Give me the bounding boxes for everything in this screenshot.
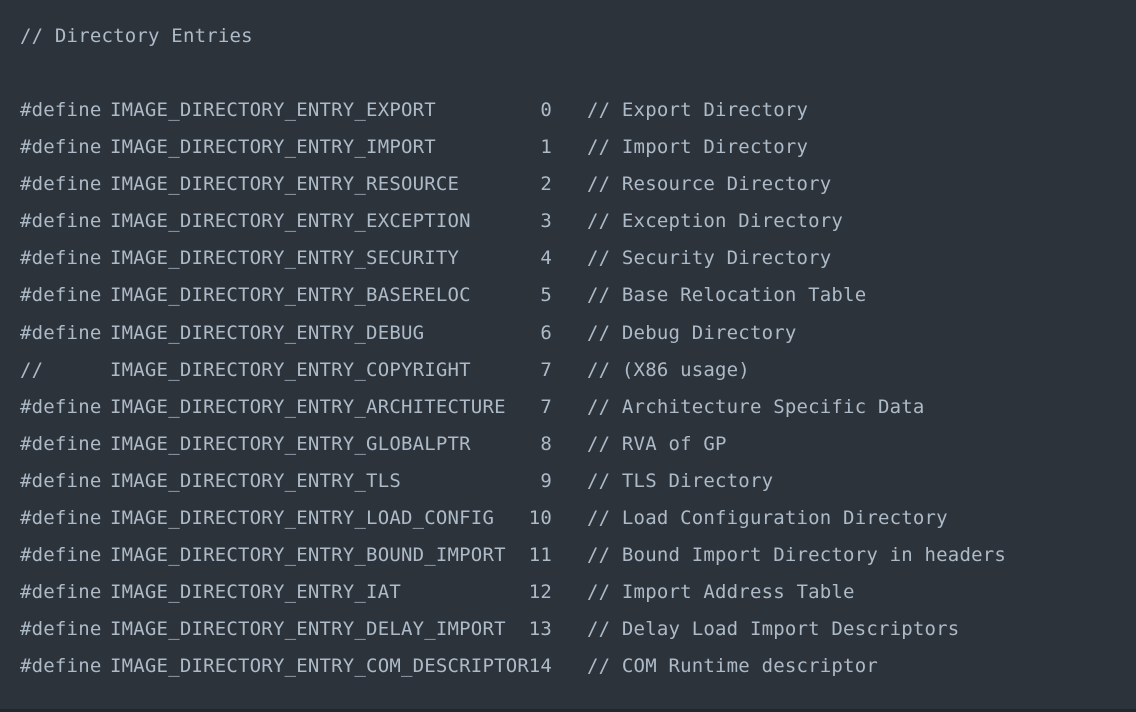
define-keyword: #define [20, 136, 102, 159]
define-keyword: #define [20, 544, 102, 567]
line-comment: // Resource Directory [587, 173, 832, 196]
define-line: #define IMAGE_DIRECTORY_ENTRY_RESOURCE 2 //… [0, 166, 1136, 203]
define-keyword: #define [20, 469, 102, 492]
constant-value: 13 [528, 618, 552, 641]
constant-value: 0 [540, 99, 552, 121]
constant-name: IMAGE_DIRECTORY_ENTRY_EXCEPTION [110, 210, 471, 233]
define-line: #define IMAGE_DIRECTORY_ENTRY_GLOBALPTR 8 /… [0, 426, 1136, 463]
constant-value: 7 [540, 395, 552, 418]
define-keyword: #define [20, 581, 102, 604]
constant-value: 14 [528, 655, 552, 678]
line-comment: // Exception Directory [587, 210, 844, 233]
constant-name: IMAGE_DIRECTORY_ENTRY_EXPORT [110, 99, 436, 121]
line-comment: // Architecture Specific Data [587, 395, 925, 418]
constant-value: 9 [540, 469, 552, 492]
constant-value: 4 [540, 247, 552, 270]
define-keyword: #define [20, 247, 102, 270]
define-keyword: #define [20, 284, 102, 307]
constant-name: IMAGE_DIRECTORY_ENTRY_GLOBALPTR [110, 432, 471, 455]
line-comment: // COM Runtime descriptor [587, 655, 878, 678]
line-comment: // Base Relocation Table [587, 284, 867, 307]
constant-name: IMAGE_DIRECTORY_ENTRY_SECURITY [110, 247, 460, 270]
line-comment: // RVA of GP [587, 432, 727, 455]
constant-name: IMAGE_DIRECTORY_ENTRY_IMPORT [110, 136, 436, 159]
define-keyword: #define [20, 395, 102, 418]
code-block-bottom-edge [0, 709, 1136, 712]
constant-name: IMAGE_DIRECTORY_ENTRY_BASERELOC [110, 284, 471, 307]
define-line: #define IMAGE_DIRECTORY_ENTRY_BASERELOC 5 /… [0, 277, 1136, 314]
line-comment: // Security Directory [587, 247, 832, 270]
define-line: #define IMAGE_DIRECTORY_ENTRY_SECURITY 4 //… [0, 240, 1136, 277]
define-keyword: #define [20, 210, 102, 233]
constant-value: 6 [540, 321, 552, 344]
constant-value: 11 [528, 544, 552, 567]
define-line: #define IMAGE_DIRECTORY_ENTRY_DEBUG 6 // De… [0, 315, 1136, 352]
line-comment: // Debug Directory [587, 321, 797, 344]
line-comment: // Load Configuration Directory [587, 507, 948, 530]
define-line: // IMAGE_DIRECTORY_ENTRY_COPYRIGHT 7 // (X8… [0, 352, 1136, 389]
line-comment: // Export Directory [587, 99, 809, 121]
constant-value: 12 [528, 581, 552, 604]
define-line: #define IMAGE_DIRECTORY_ENTRY_COM_DESCRIP… [0, 648, 1136, 685]
line-comment: // Import Directory [587, 136, 809, 159]
line-comment: // Import Address Table [587, 581, 855, 604]
header-comment: // Directory Entries [20, 25, 253, 47]
define-keyword: #define [20, 432, 102, 455]
constant-name: IMAGE_DIRECTORY_ENTRY_IAT [110, 581, 401, 604]
constant-name: IMAGE_DIRECTORY_ENTRY_RESOURCE [110, 173, 460, 196]
define-keyword: #define [20, 173, 102, 196]
define-line: #define IMAGE_DIRECTORY_ENTRY_LOAD_CONFIG… [0, 500, 1136, 537]
line-comment: // Delay Load Import Descriptors [587, 618, 960, 641]
constant-name: IMAGE_DIRECTORY_ENTRY_DELAY_IMPORT [110, 618, 506, 641]
define-keyword: #define [20, 655, 102, 678]
line-comment: // (X86 usage) [587, 358, 750, 381]
define-line: #define IMAGE_DIRECTORY_ENTRY_EXPORT 0 // E… [0, 92, 1136, 129]
define-keyword: #define [20, 99, 102, 121]
define-line: #define IMAGE_DIRECTORY_ENTRY_IMPORT 1 // I… [0, 129, 1136, 166]
constant-value: 7 [540, 358, 552, 381]
define-list: #define IMAGE_DIRECTORY_ENTRY_EXPORT 0 // E… [0, 92, 1136, 686]
constant-name: IMAGE_DIRECTORY_ENTRY_COPYRIGHT [110, 358, 471, 381]
constant-name: IMAGE_DIRECTORY_ENTRY_ARCHITECTURE [110, 395, 506, 418]
define-line: #define IMAGE_DIRECTORY_ENTRY_IAT 12 // Imp… [0, 574, 1136, 611]
define-keyword: // [20, 358, 44, 381]
define-keyword: #define [20, 618, 102, 641]
define-line: #define IMAGE_DIRECTORY_ENTRY_TLS 9 // TLS … [0, 463, 1136, 500]
line-comment: // Bound Import Directory in headers [587, 544, 1007, 567]
constant-name: IMAGE_DIRECTORY_ENTRY_COM_DESCRIPTOR [110, 655, 530, 678]
constant-value: 10 [528, 507, 552, 530]
constant-name: IMAGE_DIRECTORY_ENTRY_DEBUG [110, 321, 425, 344]
constant-name: IMAGE_DIRECTORY_ENTRY_LOAD_CONFIG [110, 507, 495, 530]
define-line: #define IMAGE_DIRECTORY_ENTRY_ARCHITECTUR… [0, 389, 1136, 426]
define-line: #define IMAGE_DIRECTORY_ENTRY_EXCEPTION 3 /… [0, 203, 1136, 240]
constant-name: IMAGE_DIRECTORY_ENTRY_TLS [110, 469, 401, 492]
constant-name: IMAGE_DIRECTORY_ENTRY_BOUND_IMPORT [110, 544, 506, 567]
line-comment: // TLS Directory [587, 469, 774, 492]
define-line: #define IMAGE_DIRECTORY_ENTRY_BOUND_IMPOR… [0, 537, 1136, 574]
constant-value: 5 [540, 284, 552, 307]
constant-value: 1 [540, 136, 552, 159]
constant-value: 8 [540, 432, 552, 455]
define-line: #define IMAGE_DIRECTORY_ENTRY_DELAY_IMPOR… [0, 611, 1136, 648]
define-keyword: #define [20, 321, 102, 344]
define-keyword: #define [20, 507, 102, 530]
constant-value: 3 [540, 210, 552, 233]
constant-value: 2 [540, 173, 552, 196]
